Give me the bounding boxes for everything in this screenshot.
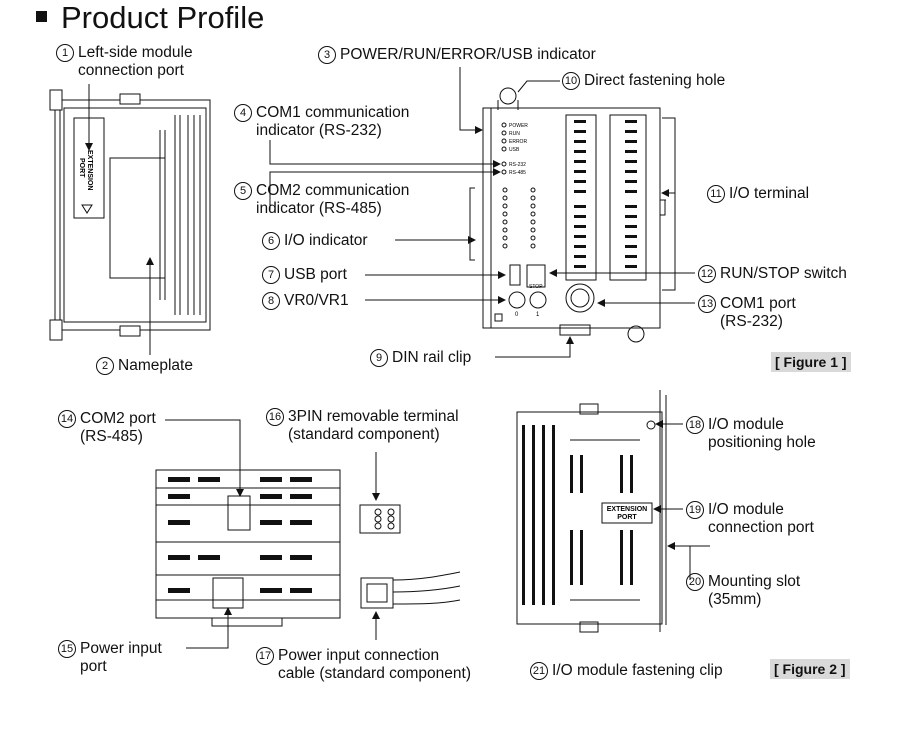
ext-port-box-line1: EXTENSION [607, 506, 647, 513]
stop-label: STOP [529, 284, 543, 290]
led-usb-label: USB [509, 147, 520, 153]
ext-port-text-1: EXTENSION [86, 150, 93, 190]
led-error-label: ERROR [509, 139, 527, 145]
power-cable [360, 571, 461, 609]
bullet-icon [36, 11, 47, 22]
led-run-label: RUN [509, 131, 520, 137]
vr0-label: 0 [515, 312, 519, 318]
ext-port-box-line2: PORT [617, 514, 637, 521]
led-rs485-label: RS-485 [509, 170, 526, 176]
side-view-fins [522, 425, 633, 605]
left-side-view [49, 89, 211, 341]
top-view [155, 469, 341, 627]
terminal-rows [574, 120, 637, 268]
top-view-slots [168, 477, 312, 593]
led-power-label: POWER [509, 123, 528, 129]
figure-1-caption: [ Figure 1 ] [771, 352, 851, 372]
ext-port-text-2: PORT [78, 158, 85, 178]
vr1-label: 1 [536, 312, 540, 318]
figure-2-caption: [ Figure 2 ] [770, 659, 850, 679]
number-badge: 1 [56, 44, 74, 62]
three-pin-terminal [359, 504, 401, 534]
page-title: Product Profile [36, 0, 264, 36]
led-indicators [501, 122, 536, 249]
led-rs232-label: RS-232 [509, 162, 526, 168]
